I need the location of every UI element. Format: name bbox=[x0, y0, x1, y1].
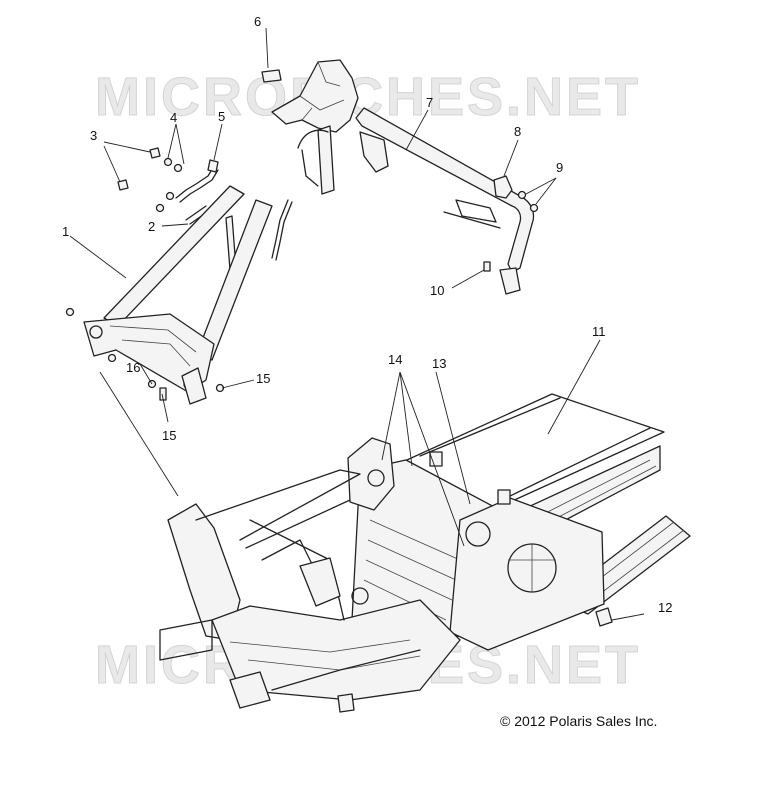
callout-14: 14 bbox=[388, 352, 402, 367]
callout-16: 16 bbox=[126, 360, 140, 375]
watermark-top: MICROFICHES.NET bbox=[95, 67, 641, 127]
callout-9: 9 bbox=[556, 160, 563, 175]
callout-5: 5 bbox=[218, 109, 225, 124]
callout-12: 12 bbox=[658, 600, 672, 615]
part-6-decal bbox=[261, 69, 282, 83]
callout-labels: 1 2 3 4 5 6 7 8 9 10 11 12 13 14 15 15 1… bbox=[62, 14, 672, 615]
callout-10: 10 bbox=[430, 283, 444, 298]
callout-1: 1 bbox=[62, 224, 69, 239]
part-8-clamp bbox=[493, 175, 513, 199]
callout-11: 11 bbox=[592, 324, 606, 339]
part-5-cable bbox=[175, 159, 293, 261]
part-3-bolts bbox=[117, 147, 161, 191]
part-7-steering-post bbox=[271, 59, 535, 295]
callout-8: 8 bbox=[514, 124, 521, 139]
part-4-bolts bbox=[155, 157, 183, 213]
callout-4: 4 bbox=[170, 110, 177, 125]
callout-6: 6 bbox=[254, 14, 261, 29]
callout-3: 3 bbox=[90, 128, 97, 143]
callout-2: 2 bbox=[148, 219, 155, 234]
part-9-nuts bbox=[517, 190, 539, 213]
callout-7: 7 bbox=[426, 95, 433, 110]
part-14-front-frame bbox=[159, 437, 461, 713]
callout-15b: 15 bbox=[162, 428, 176, 443]
part-10-fastener bbox=[483, 261, 491, 272]
part-1-steering-support bbox=[83, 185, 273, 405]
part-13-bulkhead bbox=[351, 451, 605, 655]
copyright-text: © 2012 Polaris Sales Inc. bbox=[500, 713, 657, 729]
leader-lines bbox=[69, 27, 645, 621]
callout-15a: 15 bbox=[256, 371, 270, 386]
callout-13: 13 bbox=[432, 356, 446, 371]
